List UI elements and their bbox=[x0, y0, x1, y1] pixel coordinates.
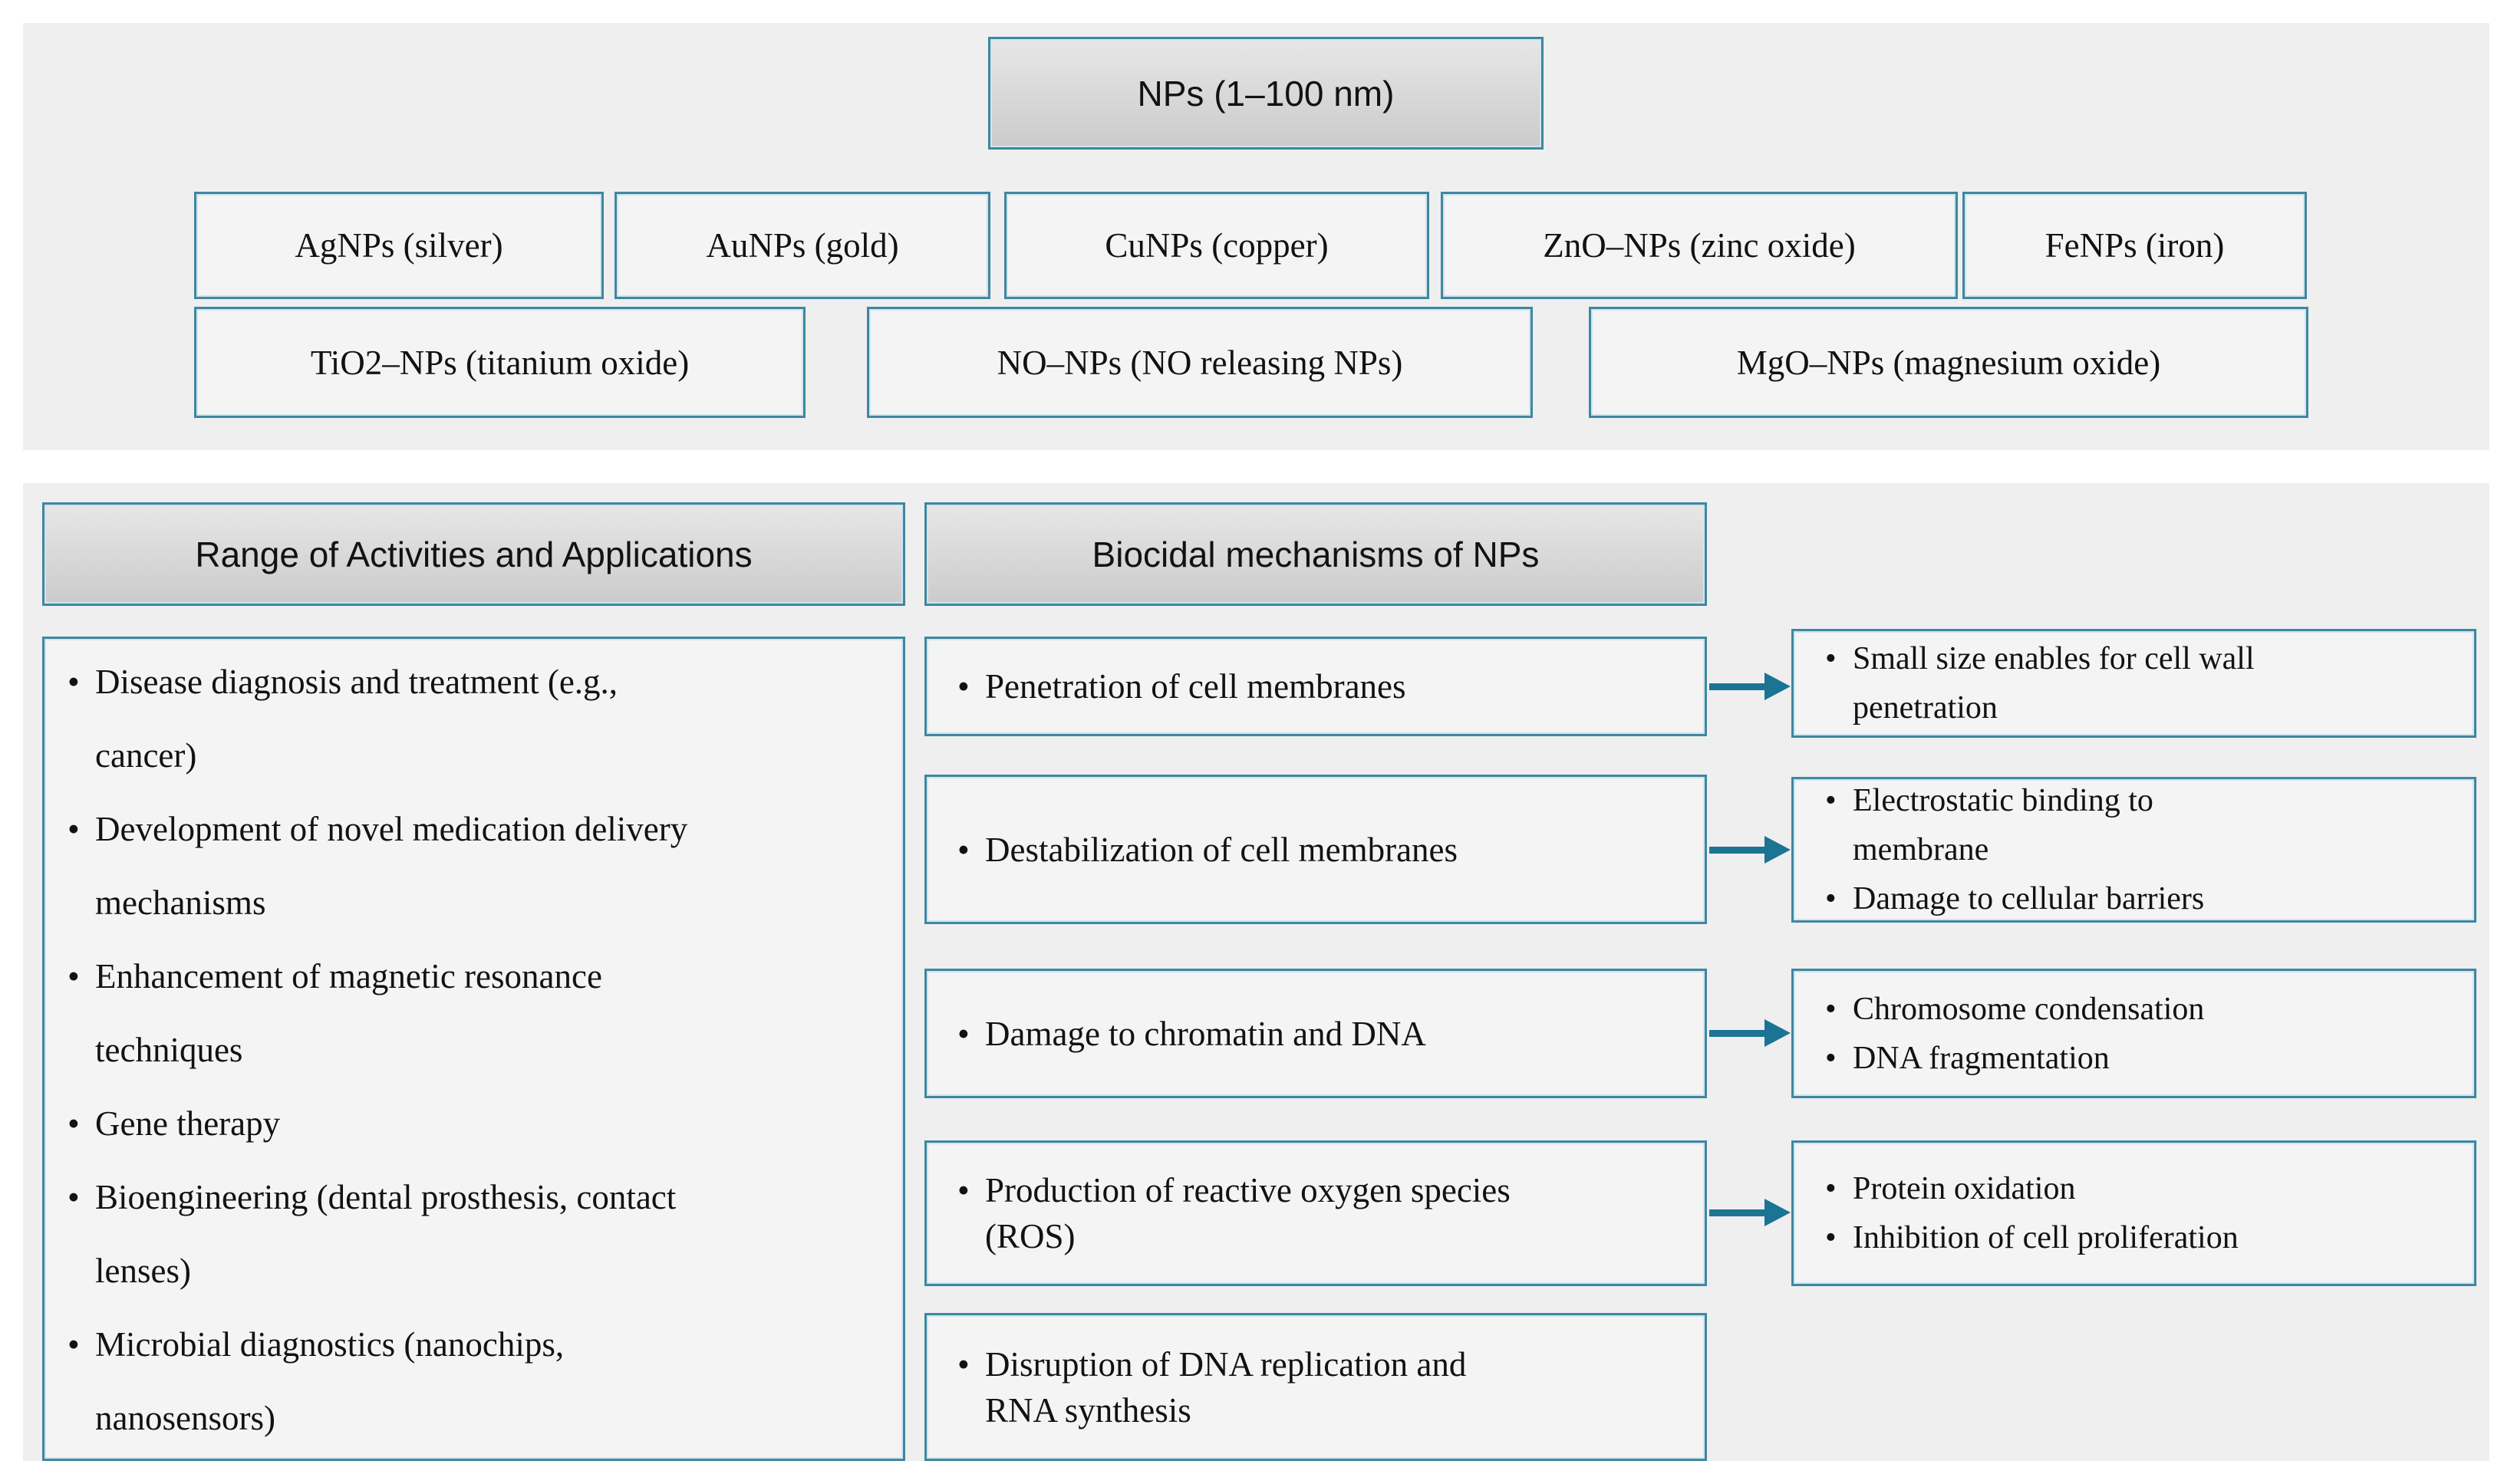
effect-item: Damage to cellular barriers bbox=[1813, 874, 2204, 923]
mechanism-box-dna-rna-disruption: Disruption of DNA replication and RNA sy… bbox=[924, 1313, 1707, 1461]
arrow-right-icon bbox=[1709, 1199, 1791, 1226]
mechanism-item: Penetration of cell membranes bbox=[950, 663, 1406, 709]
application-item: Development of novel medication delivery… bbox=[60, 792, 888, 939]
application-item: Disease diagnosis and treatment (e.g., c… bbox=[60, 645, 888, 792]
np-type-box-magnesium-oxide: MgO–NPs (magnesium oxide) bbox=[1589, 307, 2308, 418]
np-types-panel: NPs (1–100 nm) AgNPs (silver) AuNPs (gol… bbox=[23, 23, 2489, 450]
arrow-right-icon bbox=[1709, 673, 1791, 700]
np-type-box-iron: FeNPs (iron) bbox=[1962, 192, 2307, 299]
np-type-box-silver: AgNPs (silver) bbox=[194, 192, 604, 299]
np-size-title-box: NPs (1–100 nm) bbox=[988, 37, 1544, 150]
arrow-right-icon bbox=[1709, 836, 1791, 864]
mechanisms-header: Biocidal mechanisms of NPs bbox=[924, 502, 1707, 606]
mechanism-box-ros-production: Production of reactive oxygen species (R… bbox=[924, 1140, 1707, 1286]
application-item: Bioengineering (dental prosthesis, conta… bbox=[60, 1160, 888, 1308]
np-type-box-no-releasing: NO–NPs (NO releasing NPs) bbox=[867, 307, 1533, 418]
application-item: Microbial diagnostics (nanochips, nanose… bbox=[60, 1308, 888, 1455]
application-item: Enhancement of magnetic resonance techni… bbox=[60, 939, 888, 1087]
mechanism-item: Destabilization of cell membranes bbox=[950, 827, 1458, 873]
mechanism-item: Disruption of DNA replication and RNA sy… bbox=[950, 1341, 1466, 1433]
effect-item: Chromosome condensation bbox=[1813, 985, 2204, 1034]
mechanism-box-chromatin-dna-damage: Damage to chromatin and DNA bbox=[924, 969, 1707, 1098]
np-type-box-titanium-oxide: TiO2–NPs (titanium oxide) bbox=[194, 307, 806, 418]
effect-box-membrane-binding: Electrostatic binding to membrane Damage… bbox=[1791, 776, 2476, 923]
effect-item: Protein oxidation bbox=[1813, 1164, 2075, 1213]
np-type-box-copper: CuNPs (copper) bbox=[1004, 192, 1429, 299]
effect-item: DNA fragmentation bbox=[1813, 1034, 2110, 1083]
effect-box-chromosome-dna: Chromosome condensation DNA fragmentatio… bbox=[1791, 969, 2476, 1098]
effect-item: Small size enables for cell wall penetra… bbox=[1813, 634, 2255, 732]
np-type-box-gold: AuNPs (gold) bbox=[614, 192, 990, 299]
np-type-box-zinc-oxide: ZnO–NPs (zinc oxide) bbox=[1441, 192, 1958, 299]
application-item: Gene therapy bbox=[60, 1087, 888, 1160]
mechanism-box-membrane-destabilization: Destabilization of cell membranes bbox=[924, 775, 1707, 924]
mechanism-item: Damage to chromatin and DNA bbox=[950, 1011, 1426, 1057]
applications-list-box: Disease diagnosis and treatment (e.g., c… bbox=[42, 637, 905, 1461]
applications-header: Range of Activities and Applications bbox=[42, 502, 905, 606]
effect-item: Inhibition of cell proliferation bbox=[1813, 1213, 2239, 1262]
effect-box-protein-proliferation: Protein oxidation Inhibition of cell pro… bbox=[1791, 1140, 2476, 1286]
details-panel: Range of Activities and Applications Bio… bbox=[23, 483, 2489, 1461]
arrow-right-icon bbox=[1709, 1019, 1791, 1047]
mechanism-box-membrane-penetration: Penetration of cell membranes bbox=[924, 637, 1707, 736]
effect-box-cell-wall-penetration: Small size enables for cell wall penetra… bbox=[1791, 629, 2476, 738]
effect-item: Electrostatic binding to membrane bbox=[1813, 776, 2153, 874]
mechanism-item: Production of reactive oxygen species (R… bbox=[950, 1167, 1511, 1259]
